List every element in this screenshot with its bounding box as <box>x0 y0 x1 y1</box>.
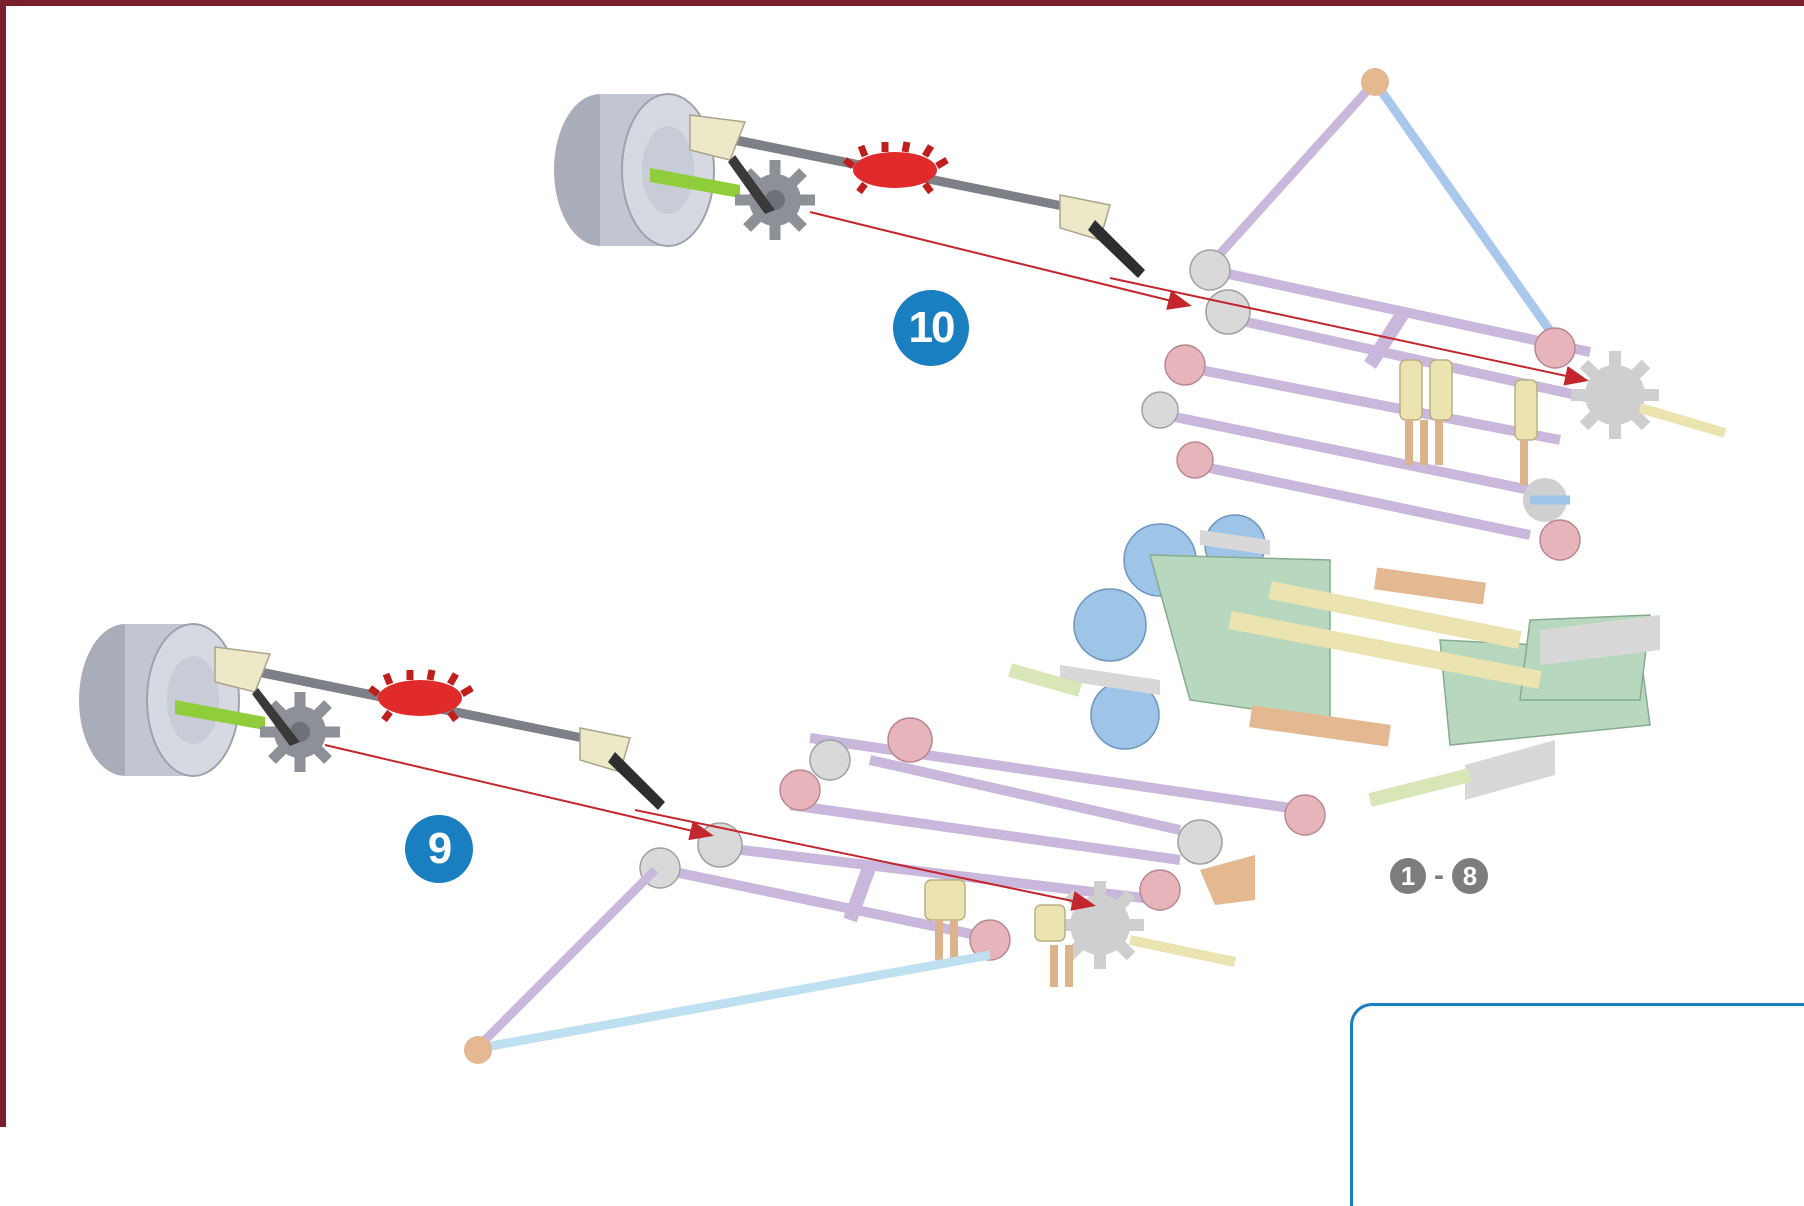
steps-range-label: 1 - 8 <box>1390 858 1488 894</box>
inset-panel <box>1350 1003 1804 1206</box>
main-chassis-structure <box>464 68 1727 1064</box>
step-9-badge: 9 <box>405 815 473 883</box>
assembly-illustration <box>79 68 1802 1127</box>
range-start-badge: 1 <box>1390 858 1426 894</box>
step-10-badge: 10 <box>893 290 969 366</box>
upper-wheel-axle-assembly <box>554 93 1145 278</box>
page-border <box>0 0 1804 1127</box>
range-separator: - <box>1434 859 1444 892</box>
insert-arrows <box>324 211 1589 911</box>
lower-wheel-axle-assembly <box>79 623 665 810</box>
range-end-badge: 8 <box>1452 858 1488 894</box>
